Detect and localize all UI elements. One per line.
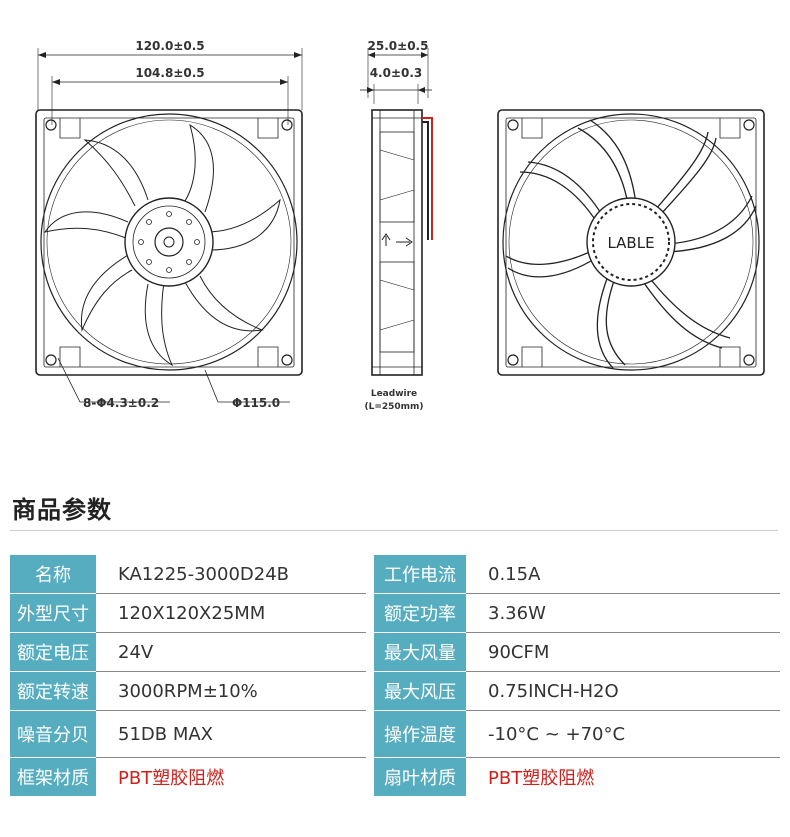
spec-label: 最大风压 bbox=[366, 671, 466, 711]
table-row: 额定转速 3000RPM±10% 最大风压 0.75INCH-H2O bbox=[10, 671, 780, 711]
section-title: 商品参数 bbox=[12, 496, 112, 524]
spec-value: 3000RPM±10% bbox=[96, 671, 370, 711]
spec-label: 操作温度 bbox=[366, 710, 466, 758]
hub-label: LABLE bbox=[607, 234, 654, 252]
table-row: 外型尺寸 120X120X25MM 额定功率 3.36W bbox=[10, 593, 780, 633]
spec-table: 名称 KA1225-3000D24B 工作电流 0.15A 外型尺寸 120X1… bbox=[10, 555, 780, 796]
side-view bbox=[360, 48, 432, 376]
spec-label: 外型尺寸 bbox=[10, 593, 96, 633]
leadwire-label: Leadwire bbox=[371, 389, 417, 399]
spec-value-highlight: PBT塑胶阻燃 bbox=[466, 757, 780, 796]
spec-value: -10°C ~ +70°C bbox=[466, 710, 780, 758]
spec-value: KA1225-3000D24B bbox=[96, 555, 370, 594]
table-row: 名称 KA1225-3000D24B 工作电流 0.15A bbox=[10, 555, 780, 594]
flange-dimension: 4.0±0.3 bbox=[370, 66, 423, 80]
table-row: 额定电压 24V 最大风量 90CFM bbox=[10, 632, 780, 672]
spec-value: 120X120X25MM bbox=[96, 593, 370, 633]
hole-spacing-dimension: 104.8±0.5 bbox=[135, 66, 204, 80]
spec-value: 3.36W bbox=[466, 593, 780, 633]
spec-value: 90CFM bbox=[466, 632, 780, 672]
spec-value: 0.15A bbox=[466, 555, 780, 594]
section-divider bbox=[10, 530, 778, 531]
depth-dimension: 25.0±0.5 bbox=[368, 39, 429, 53]
diameter-dimension: Φ115.0 bbox=[232, 396, 280, 410]
spec-value-highlight: PBT塑胶阻燃 bbox=[96, 757, 370, 796]
width-dimension: 120.0±0.5 bbox=[135, 39, 204, 53]
front-view bbox=[35, 48, 303, 403]
spec-label: 框架材质 bbox=[10, 757, 96, 796]
spec-label: 额定转速 bbox=[10, 671, 96, 711]
spec-value: 24V bbox=[96, 632, 370, 672]
spec-value: 51DB MAX bbox=[96, 710, 370, 758]
spec-label: 额定电压 bbox=[10, 632, 96, 672]
spec-label: 最大风量 bbox=[366, 632, 466, 672]
spec-label: 名称 bbox=[10, 555, 96, 594]
hole-dimension: 8-Φ4.3±0.2 bbox=[83, 396, 159, 410]
technical-drawing: 120.0±0.5 104.8±0.5 8-Φ4.3±0.2 Φ115.0 bbox=[35, 39, 765, 412]
spec-label: 扇叶材质 bbox=[366, 757, 466, 796]
table-row: 噪音分贝 51DB MAX 操作温度 -10°C ~ +70°C bbox=[10, 710, 780, 758]
table-row: 框架材质 PBT塑胶阻燃 扇叶材质 PBT塑胶阻燃 bbox=[10, 757, 780, 796]
spec-label: 工作电流 bbox=[366, 555, 466, 594]
leadwire-length: (L=250mm) bbox=[364, 402, 423, 412]
spec-label: 噪音分贝 bbox=[10, 710, 96, 758]
spec-value: 0.75INCH-H2O bbox=[466, 671, 780, 711]
spec-label: 额定功率 bbox=[366, 593, 466, 633]
back-view bbox=[497, 109, 765, 376]
